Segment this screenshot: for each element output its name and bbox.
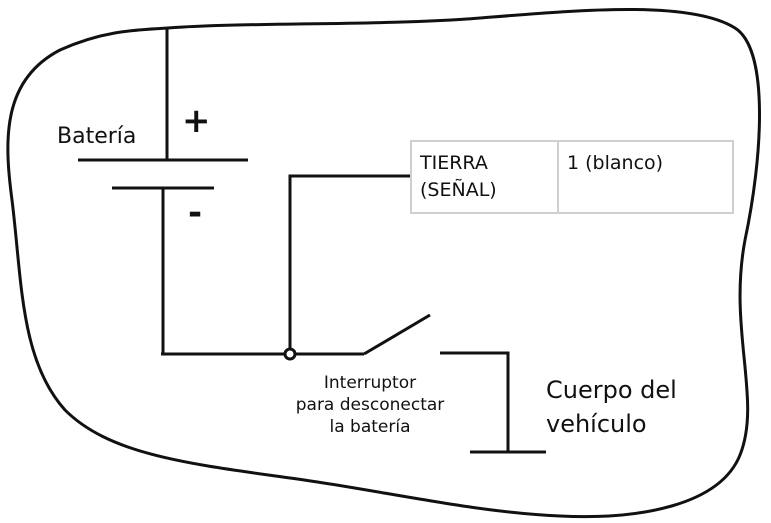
- signal-name-line-2: (SEÑAL): [420, 179, 497, 201]
- signal-value-cell: 1 (blanco): [567, 152, 664, 174]
- switch-label-line-2: para desconectar: [295, 395, 445, 415]
- switch-label: Interruptor para desconectar la batería: [280, 372, 460, 438]
- junction-node: [283, 347, 297, 361]
- signal-name-line-1: TIERRA: [420, 152, 488, 174]
- negative-terminal-sign: -: [188, 193, 203, 233]
- switch-label-line-3: la batería: [329, 417, 411, 437]
- vehicle-outline: [6, 8, 761, 519]
- vehicle-body-label-line-1: Cuerpo del: [546, 376, 677, 404]
- vehicle-body-label-line-2: vehículo: [546, 410, 647, 438]
- signal-ground-wire: [288, 174, 410, 354]
- battery-label: Batería: [57, 124, 137, 149]
- positive-terminal-sign: +: [182, 101, 211, 141]
- signal-name-cell: TIERRA (SEÑAL): [412, 142, 559, 212]
- signal-table: TIERRA (SEÑAL) 1 (blanco): [410, 140, 734, 214]
- vehicle-body-label: Cuerpo del vehículo: [546, 373, 677, 441]
- body-ground-wire: [440, 351, 510, 452]
- switch-label-line-1: Interruptor: [323, 373, 417, 393]
- switch-blade: [363, 313, 431, 356]
